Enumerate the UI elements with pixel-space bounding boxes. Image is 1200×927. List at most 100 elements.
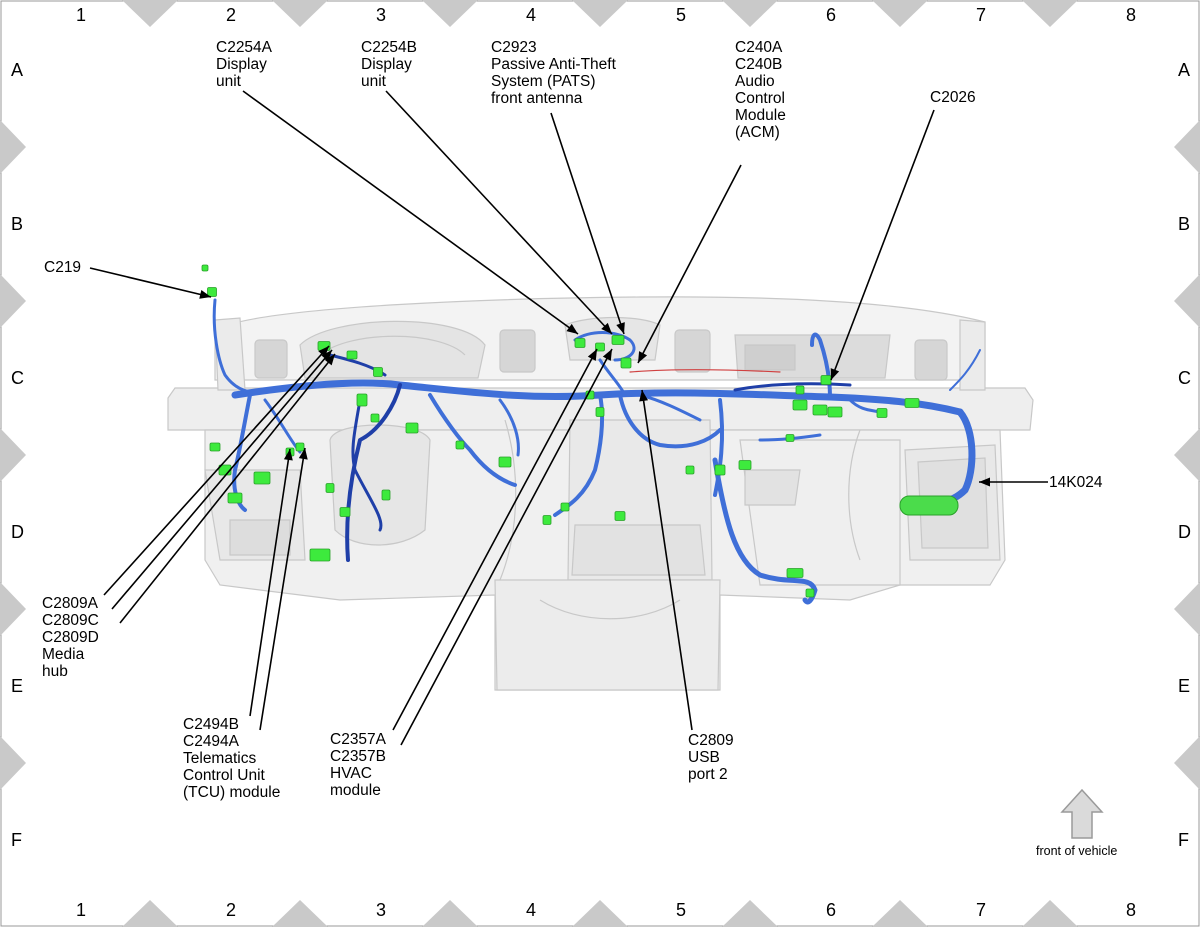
connector [227,492,243,504]
callout-line: Module [735,107,786,124]
border-marker [572,900,628,927]
grid-column-8: 8 [1126,900,1137,920]
callout-line: C2254A [216,39,273,56]
leader-line [89,267,212,298]
connector [201,264,209,272]
border-marker [572,0,628,27]
leader-arrowhead [321,350,332,362]
leader-line [641,389,693,731]
grid-row-F: F [1178,830,1189,850]
grid-row-E: E [11,676,24,696]
harness-wire [428,393,517,487]
callout-line: unit [216,73,241,90]
harness-connectors [201,264,959,598]
leader-arrowhead [602,349,612,361]
connector [209,442,221,452]
callout-line: module [330,782,381,799]
connector [373,367,383,377]
leader-arrowhead [638,351,648,363]
callout-line: C2357A [330,731,387,748]
grid-column-8: 8 [1126,5,1137,25]
border-marker [1174,274,1200,328]
border-marker [1174,428,1200,482]
callout-line: HVAC [330,765,372,782]
grid-row-F: F [11,830,22,850]
harness-wire [345,383,402,562]
callout-line: C2809C [42,612,99,629]
grid-column-6: 6 [826,5,837,25]
callout-line: C2254B [361,39,418,56]
callout-c2026: C2026 [930,89,976,106]
callout-line: C240A [735,39,783,56]
border-marker [872,0,928,27]
grid-row-A: A [11,60,24,80]
front-arrow-icon [1060,788,1104,839]
leader-arrowhead [830,368,840,380]
connector [795,385,805,395]
connector [498,456,512,468]
connector [792,399,808,411]
border-marker [0,582,26,636]
callout-line: C2494B [183,716,240,733]
callout-line: C2923 [491,39,537,56]
harness-wire [712,457,818,605]
connector [620,357,632,369]
callout-line: (ACM) [735,124,780,141]
connector [207,287,217,297]
connector [812,404,828,416]
callout-line: 14K024 [1049,474,1103,491]
connector [542,515,552,525]
border-marker [422,0,478,27]
leader-arrowhead [283,449,293,461]
leader-arrowhead [639,390,649,402]
leader-line [249,448,291,717]
leader-arrowhead [616,322,625,334]
connector [325,483,335,493]
connector [370,413,380,423]
harness-wire [212,298,252,394]
callout-line: C2494A [183,733,240,750]
connector-14k024 [899,495,959,516]
callout-line: unit [361,73,386,90]
grid-column-2: 2 [226,900,237,920]
border-marker [0,428,26,482]
grid-column-3: 3 [376,900,387,920]
leader-line [111,349,333,610]
border-marker [122,0,178,27]
connector [455,440,465,450]
connector [820,375,832,385]
grid-column-4: 4 [526,900,537,920]
callout-line: Media [42,646,85,663]
connector [827,406,843,418]
callout-line: Control [735,90,785,107]
connector [405,422,419,434]
callout-line: Display [361,56,412,73]
harness-wire [618,393,722,449]
leader-line [242,90,579,335]
callout-line: front antenna [491,90,583,107]
harness-wire [949,349,981,391]
callout-line: Control Unit [183,767,265,784]
grid-column-7: 7 [976,5,987,25]
leader-arrowhead [298,448,308,460]
callout-leader-lines [89,90,1048,746]
grid-row-C: C [11,368,24,388]
leader-line [385,90,613,335]
callout-k024: 14K024 [1049,474,1102,491]
border-marker [0,120,26,174]
border-marker [272,0,328,27]
grid-row-C: C [1178,368,1191,388]
border-marker [0,274,26,328]
grid-column-7: 7 [976,900,987,920]
leader-arrowhead [587,349,597,361]
grid-column-5: 5 [676,5,687,25]
leader-arrowhead [199,290,211,299]
